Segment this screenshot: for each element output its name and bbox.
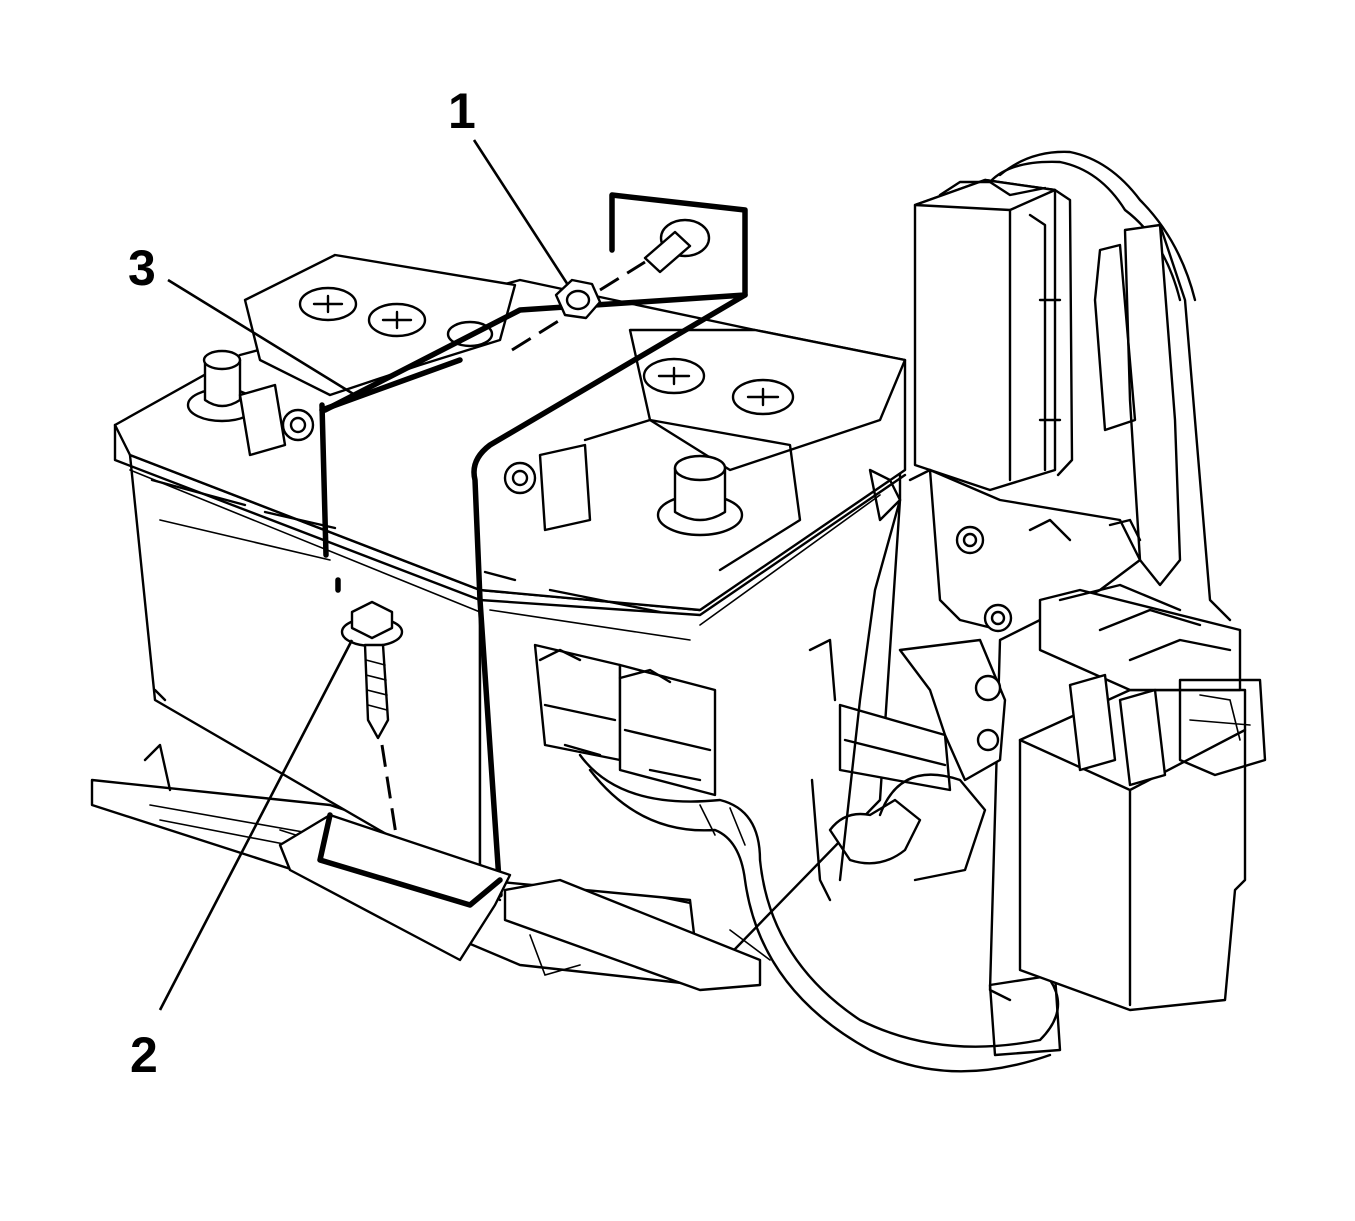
battery-label-stripes bbox=[150, 478, 662, 614]
bracket-bolt-upper bbox=[955, 525, 985, 555]
strap-left-leg bbox=[319, 402, 341, 593]
harness-vertical-run bbox=[1123, 223, 1182, 587]
bracket-stud bbox=[643, 230, 692, 274]
leader-line-3 bbox=[167, 278, 356, 397]
fuse-block bbox=[913, 178, 1074, 492]
leader-line-2 bbox=[158, 639, 354, 1011]
tray-front-lip bbox=[503, 878, 762, 992]
hold-down-strap bbox=[319, 192, 748, 898]
callout-2: 2 bbox=[130, 1027, 158, 1083]
terminal-clip-left bbox=[238, 383, 287, 457]
nut-alignment-line bbox=[511, 260, 646, 352]
strap-top-edge bbox=[319, 357, 463, 413]
callout-3: 3 bbox=[128, 240, 156, 296]
lid-rim-inner bbox=[129, 469, 881, 626]
leader-line-1 bbox=[472, 139, 570, 286]
strap-right-leg bbox=[471, 292, 748, 898]
leader-lines bbox=[158, 139, 570, 1011]
battery-terminal-right bbox=[656, 454, 744, 537]
cable-harness bbox=[578, 753, 1062, 1073]
fuse-block-wiring bbox=[988, 150, 1232, 622]
harness-sleeve bbox=[988, 973, 1062, 1057]
tray-clamp bbox=[278, 812, 771, 992]
battery-face-lines bbox=[159, 519, 691, 641]
bracket-bolt-lower bbox=[983, 603, 1013, 633]
lower-mount-assembly bbox=[808, 468, 1007, 902]
hold-down-bolt bbox=[340, 600, 404, 861]
callout-1: 1 bbox=[448, 83, 476, 139]
strap-rear-bracket bbox=[322, 192, 748, 413]
battery-side-connectors bbox=[533, 643, 717, 797]
lid-bolt-right bbox=[503, 461, 537, 495]
battery-foot-left bbox=[143, 688, 172, 792]
lid-bolt-left bbox=[281, 408, 315, 442]
relay-box bbox=[1018, 583, 1267, 1012]
mounting-bracket bbox=[908, 468, 1142, 1002]
terminal-clip-right bbox=[538, 443, 592, 532]
terminal-tray-right bbox=[583, 418, 802, 572]
hold-down-nut bbox=[511, 260, 646, 352]
